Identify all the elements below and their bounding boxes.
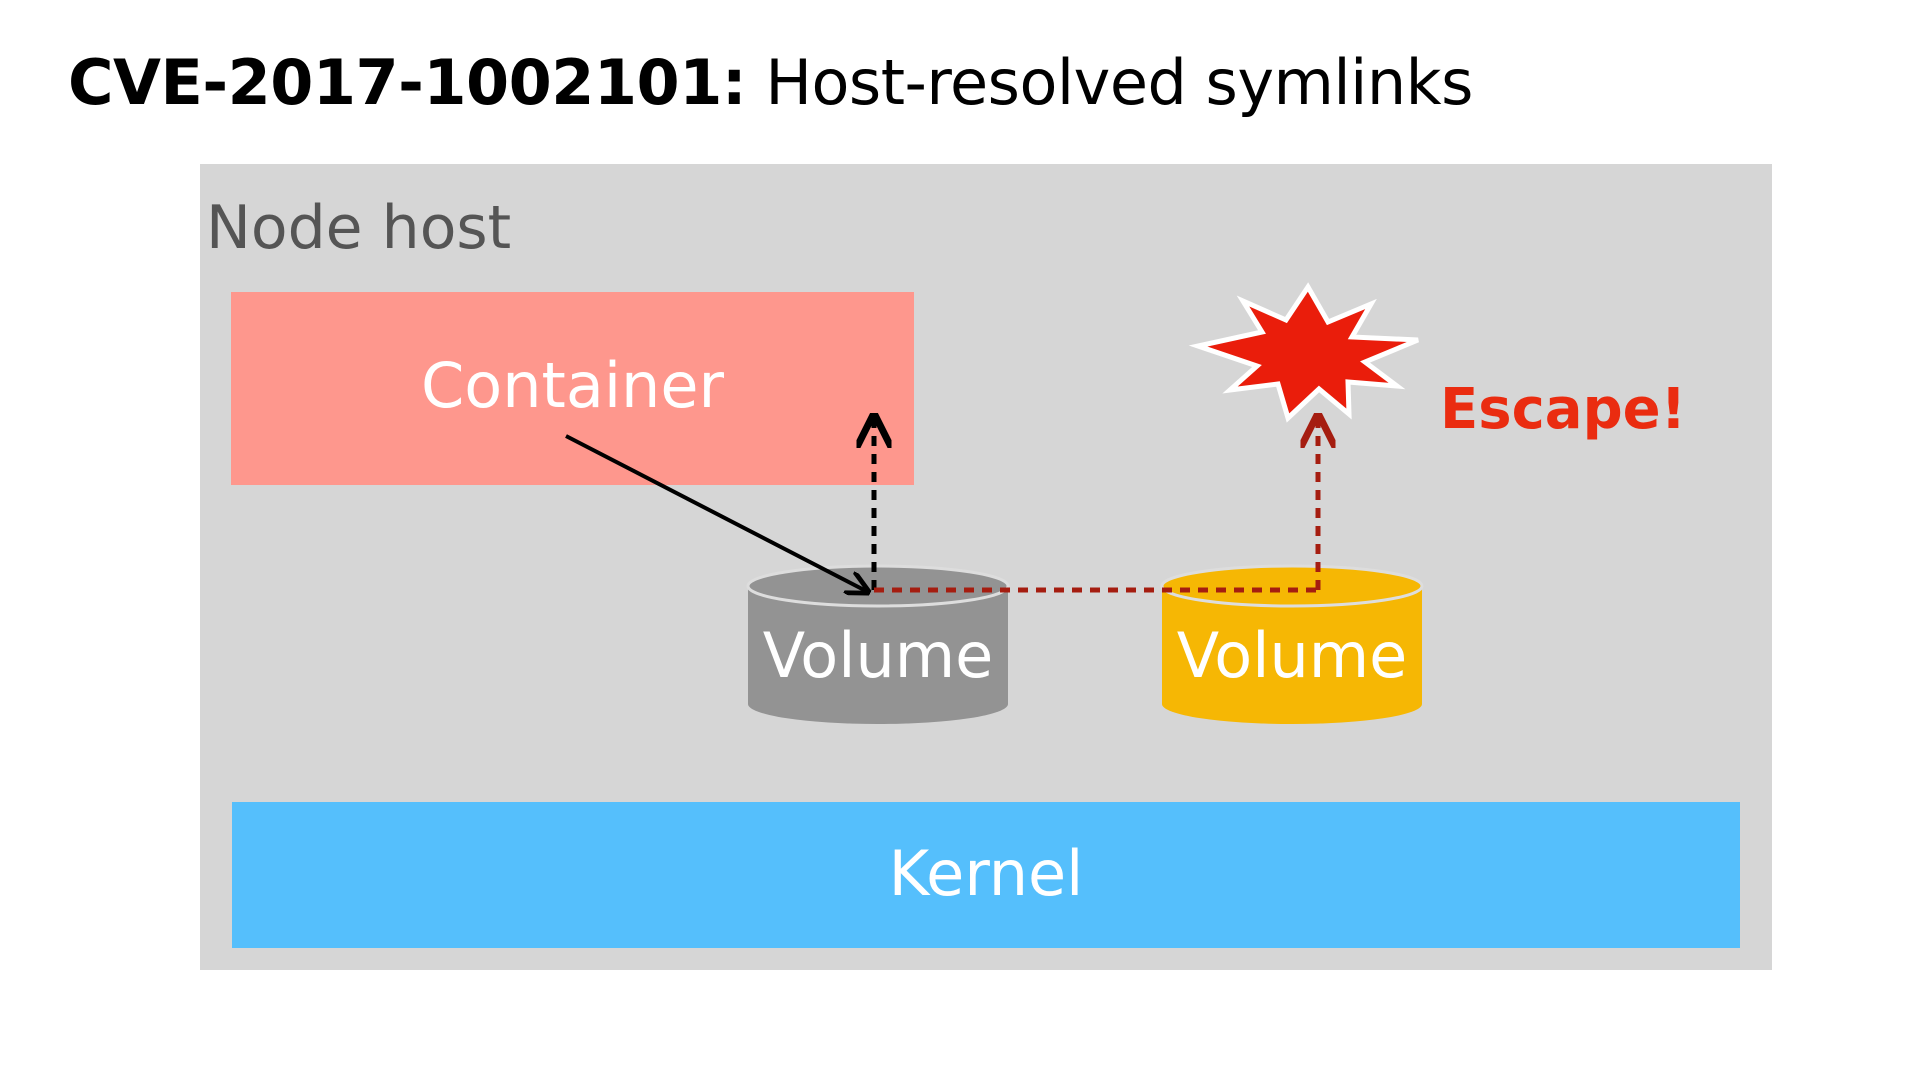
cve-id: CVE-2017-1002101: (68, 46, 747, 119)
container-box (231, 292, 914, 485)
kernel-box (232, 802, 1740, 948)
title-description: Host-resolved symlinks (765, 46, 1473, 119)
symlink-arrow (565, 434, 868, 592)
escape-label: Escape! (1440, 377, 1687, 442)
volume-right-label: Volume (1176, 619, 1408, 692)
kernel-label: Kernel (888, 837, 1084, 910)
volume-left-label: Volume (762, 619, 994, 692)
container-label: Container (421, 349, 724, 422)
slide-title: CVE-2017-1002101: Host-resolved symlinks (68, 44, 1473, 122)
volume-left-cylinder (746, 564, 1010, 724)
explosion-icon (1188, 282, 1419, 423)
node-host-label: Node host (206, 193, 512, 263)
volume-right-cylinder (1160, 564, 1424, 724)
